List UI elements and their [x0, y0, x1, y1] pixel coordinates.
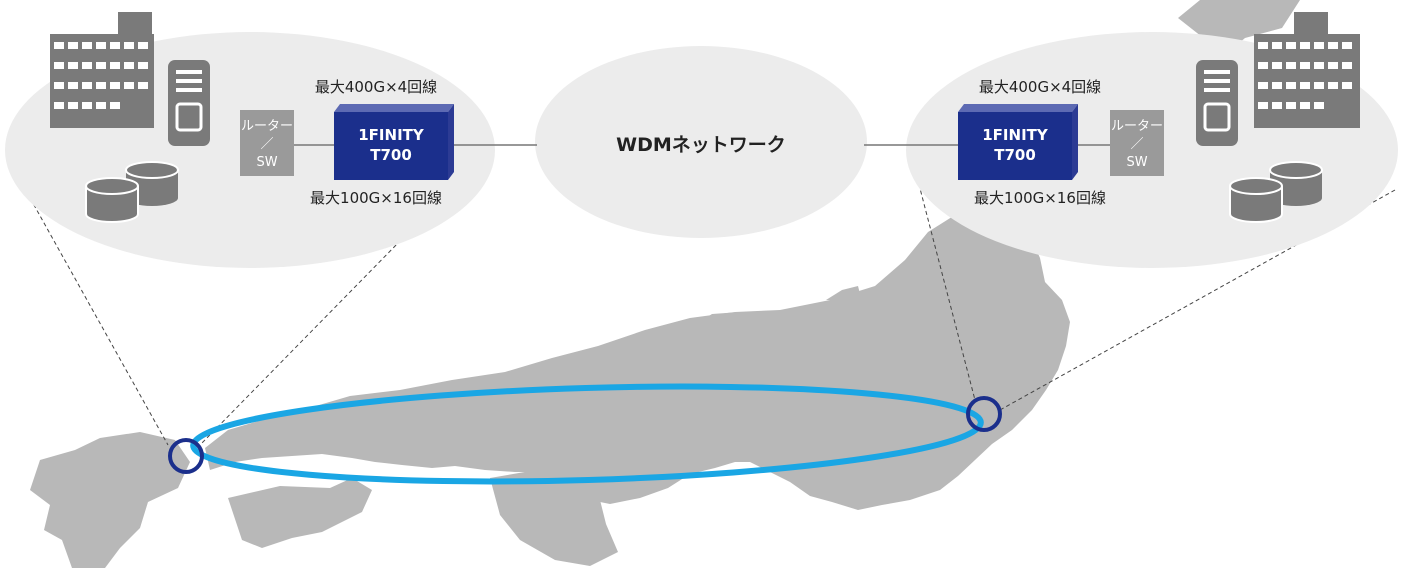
map-shikoku: [228, 478, 372, 548]
router-label-line1: ルーター: [1111, 119, 1163, 134]
node-marker-right: [966, 396, 1002, 432]
wdm-network-label: WDMネットワーク: [616, 134, 786, 156]
capacity-bottom-label: 最大100G×16回線: [974, 189, 1106, 207]
device-label-line1: 1FINITY: [982, 126, 1049, 144]
router-sw-box: ルーター ／ SW: [240, 110, 294, 176]
server-icon: [168, 60, 210, 146]
device-1finity-t700: 1FINITY T700: [958, 104, 1078, 180]
router-sw-box: ルーター ／ SW: [1110, 110, 1164, 176]
map-island-noto: [690, 312, 742, 334]
map-kyushu: [30, 432, 190, 568]
japan-map: [30, 0, 1300, 568]
router-label-line1: ルーター: [241, 119, 293, 134]
router-label-line2: ／: [1130, 137, 1143, 152]
device-label-line2: T700: [370, 146, 412, 164]
wdm-network-bubble: [535, 46, 867, 238]
map-island-sado: [826, 286, 860, 300]
projection-line-right-outer: [999, 189, 1396, 411]
router-label-line2: ／: [260, 137, 273, 152]
storage-icon: [85, 161, 179, 223]
capacity-top-label: 最大400G×4回線: [315, 78, 437, 96]
building-icon: [1254, 12, 1360, 128]
map-honshu: [205, 212, 1070, 510]
router-label-line3: SW: [1126, 155, 1147, 170]
projection-line-left-outer: [19, 179, 169, 446]
device-label-line1: 1FINITY: [358, 126, 425, 144]
site-right: 1FINITY T700 ルーター ／ SW 最大400G×4回線 最大100G…: [958, 12, 1360, 223]
site-left: ルーター ／ SW 1FINITY T700 最大400G×4回線 最大100G…: [50, 12, 454, 223]
capacity-top-label: 最大400G×4回線: [979, 78, 1101, 96]
ring-network-link: [190, 383, 984, 485]
server-icon: [1196, 60, 1238, 146]
building-icon: [50, 12, 154, 128]
storage-icon: [1229, 161, 1323, 223]
capacity-bottom-label: 最大100G×16回線: [310, 189, 442, 207]
device-label-line2: T700: [994, 146, 1036, 164]
device-1finity-t700: 1FINITY T700: [334, 104, 454, 180]
router-label-line3: SW: [256, 155, 277, 170]
projection-line-right-inner: [909, 149, 976, 401]
node-marker-left: [168, 438, 204, 474]
